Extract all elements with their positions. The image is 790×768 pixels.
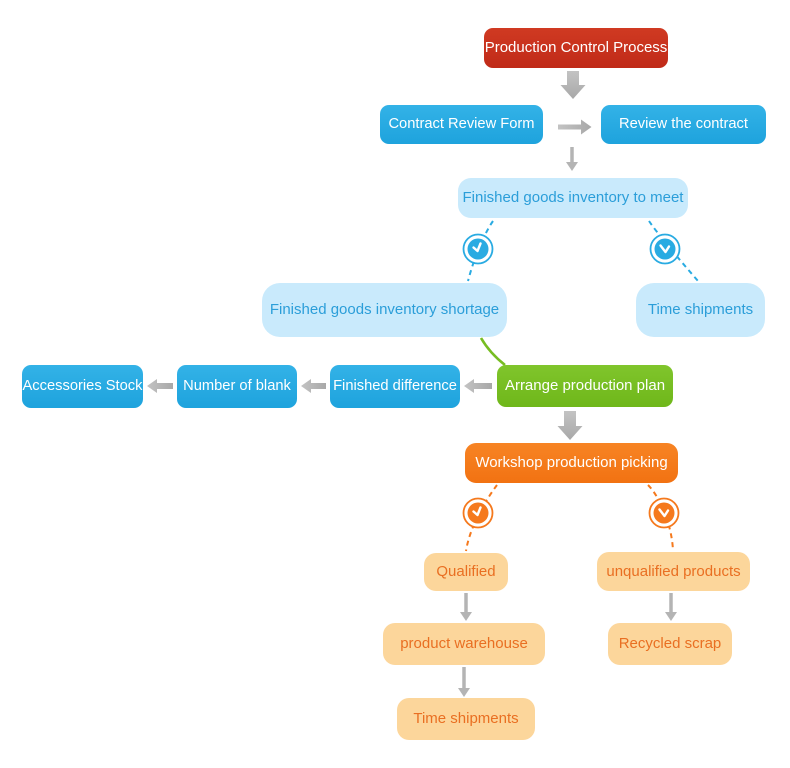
node-accessories-stock[interactable]: Accessories Stock [22,365,143,408]
arrow-left [464,379,492,393]
arrow-down-thin-head [458,688,470,697]
node-finished-difference[interactable]: Finished difference [330,365,460,408]
clock-icon [649,233,681,265]
node-arrange-production-plan[interactable]: Arrange production plan [497,365,673,407]
arrow-down-thick [560,71,586,99]
node-time-shipments-upper[interactable]: Time shipments [636,283,765,337]
arrow-down-thin-head [566,162,578,171]
arrow-right [558,119,592,135]
node-number-of-blank[interactable]: Number of blank [177,365,297,408]
node-qualified[interactable]: Qualified [424,553,508,591]
arrow-left [147,379,173,393]
clock-icon [462,233,494,265]
dashed-connector-orange-left [465,484,498,552]
dashed-connector-blue-right [648,220,699,282]
node-product-warehouse[interactable]: product warehouse [383,623,545,665]
arrow-down-thick [557,411,583,440]
node-finished-goods-inventory-to-meet[interactable]: Finished goods inventory to meet [458,178,688,218]
arrow-down-thin-head [665,612,677,621]
arrow-left [301,379,326,393]
arrow-down-thin-head [460,612,472,621]
dashed-connector-orange-right [647,484,674,552]
node-finished-goods-inventory-shortage[interactable]: Finished goods inventory shortage [262,283,507,337]
clock-icon [462,497,494,529]
node-production-control-process[interactable]: Production Control Process [484,28,668,68]
node-unqualified-products[interactable]: unqualified products [597,552,750,591]
node-review-the-contract[interactable]: Review the contract [601,105,766,144]
node-recycled-scrap[interactable]: Recycled scrap [608,623,732,665]
connector-green [479,337,506,367]
node-workshop-production-picking[interactable]: Workshop production picking [465,443,678,483]
node-time-shipments-lower[interactable]: Time shipments [397,698,535,740]
node-contract-review-form[interactable]: Contract Review Form [380,105,543,144]
clock-icon [648,497,680,529]
